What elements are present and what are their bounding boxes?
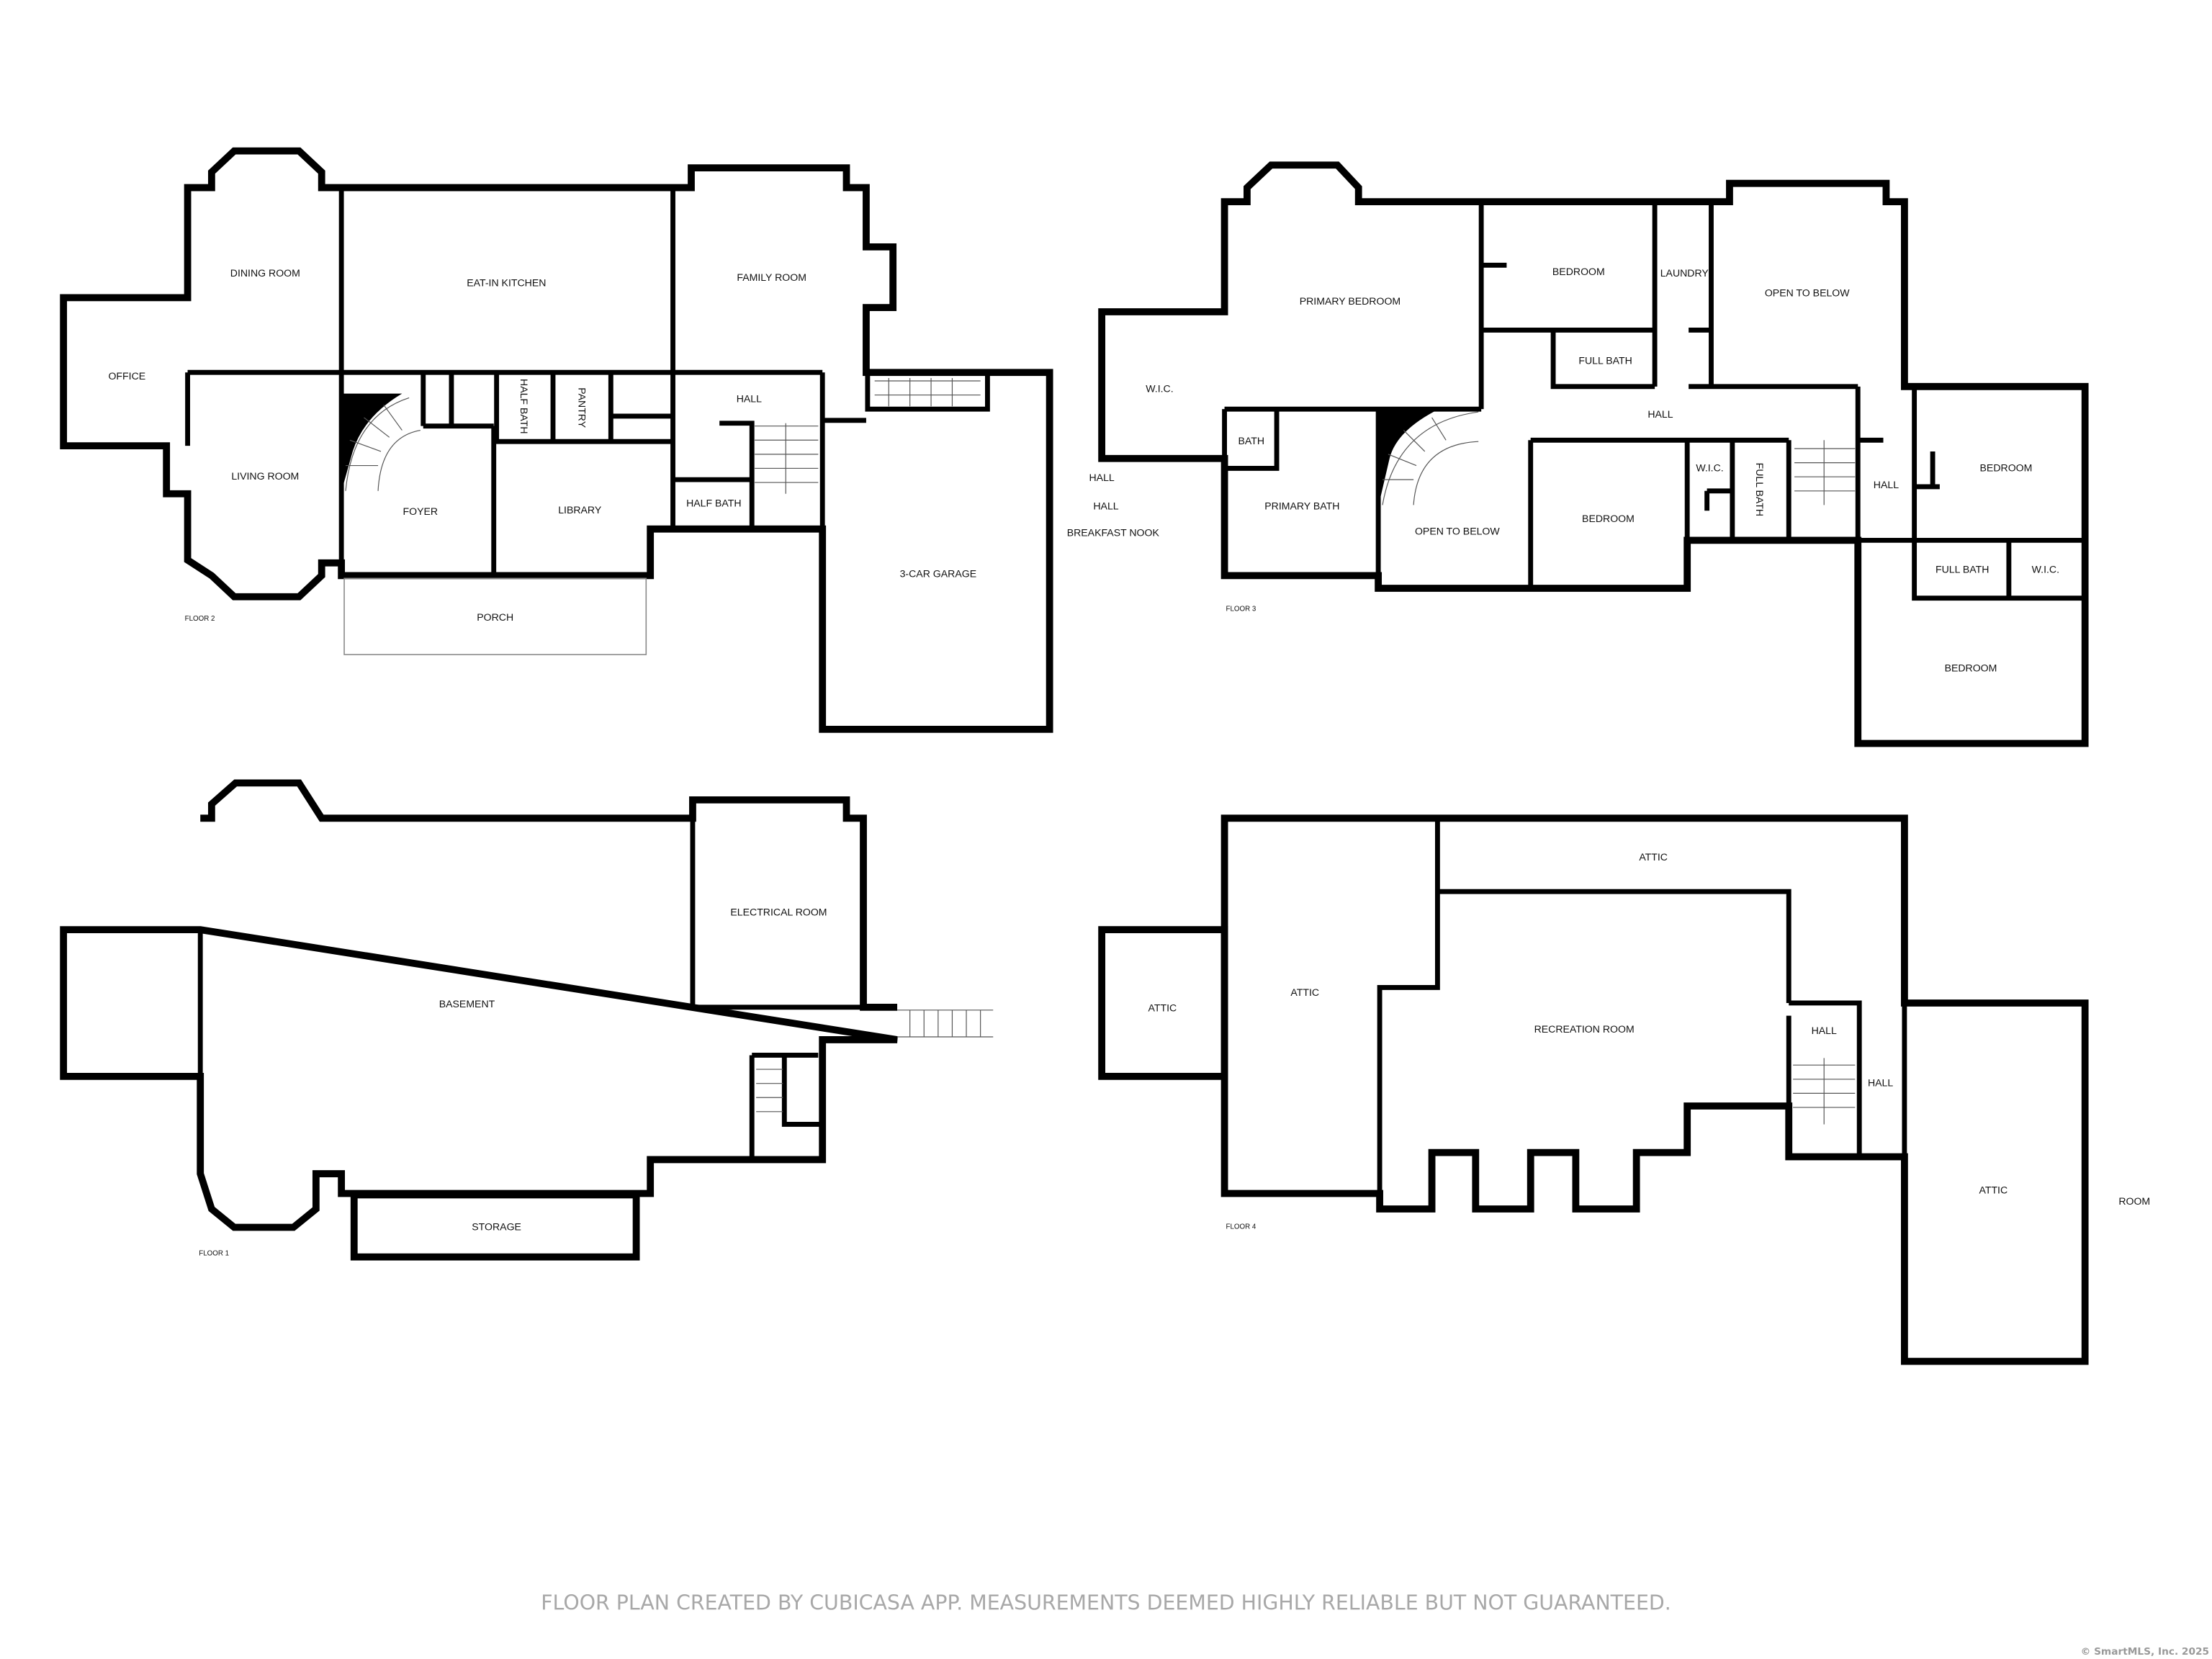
stray-labels: HALL HALL BREAKFAST NOOK ROOM (1067, 472, 2150, 1207)
room-label: LIVING ROOM (231, 470, 299, 482)
room-label: DINING ROOM (230, 267, 300, 279)
floor-1-interior-walls (197, 818, 864, 1160)
floor-2-outer-wall (60, 147, 1053, 733)
room-label: RECREATION ROOM (1534, 1023, 1635, 1035)
room-label: ELECTRICAL ROOM (730, 907, 827, 918)
floor-label: FLOOR 3 (1226, 605, 1256, 613)
floor-label: FLOOR 1 (199, 1250, 229, 1258)
room-label: ATTIC (1639, 851, 1668, 863)
room-label: HALL (1812, 1025, 1837, 1036)
room-label: HALL (1093, 500, 1118, 511)
room-label: HALL (1874, 479, 1899, 490)
floor-3-plan: W.I.C. PRIMARY BEDROOM BEDROOM LAUNDRY O… (1098, 161, 2089, 747)
floor-4-outer-wall (1220, 814, 2089, 1365)
floor-4-labels: ATTIC ATTIC ATTIC RECREATION ROOM HALL H… (1148, 851, 2008, 1231)
room-label: HALL (1647, 408, 1673, 420)
stairs (755, 378, 981, 494)
stairs (1793, 1058, 1856, 1125)
room-label: HALL (1089, 472, 1114, 483)
copyright: © SmartMLS, Inc. 2025 (2081, 1646, 2209, 1658)
disclaimer-footer: FLOOR PLAN CREATED BY CUBICASA APP. MEAS… (541, 1591, 1671, 1614)
attic-left (1098, 926, 1228, 1080)
room-label: W.I.C. (1146, 383, 1173, 395)
room-label: FULL BATH (1754, 463, 1766, 516)
room-label: ATTIC (1148, 1002, 1177, 1014)
room-label: ATTIC (1979, 1184, 2008, 1195)
floor-3-outer-wall (1098, 161, 2089, 747)
floor-1-labels: BASEMENT ELECTRICAL ROOM STORAGE FLOOR 1 (199, 907, 827, 1258)
room-label: FAMILY ROOM (737, 271, 806, 283)
floor-3-labels: W.I.C. PRIMARY BEDROOM BEDROOM LAUNDRY O… (1146, 266, 2059, 674)
floor-label: FLOOR 4 (1226, 1223, 1256, 1231)
room-label: EAT-IN KITCHEN (467, 277, 546, 289)
room-label: PRIMARY BATH (1264, 500, 1339, 511)
floor-4-plan: ATTIC ATTIC ATTIC RECREATION ROOM HALL H… (1098, 814, 2089, 1365)
room-label: HALF BATH (686, 497, 741, 508)
storage-room (350, 1191, 640, 1261)
curved-staircase (1382, 411, 1856, 505)
stair-wedge (1378, 409, 1439, 501)
room-label: FOYER (403, 505, 439, 517)
stairs (756, 1010, 994, 1112)
room-label: ATTIC (1290, 986, 1319, 998)
room-label: BEDROOM (1945, 662, 1997, 674)
room-label: PORCH (477, 611, 513, 623)
room-label: PRIMARY BEDROOM (1300, 295, 1401, 307)
room-label: BEDROOM (1552, 266, 1605, 277)
room-label: BREAKFAST NOOK (1067, 526, 1160, 538)
floor-2-interior-walls (185, 187, 990, 576)
floor-label: FLOOR 2 (185, 615, 215, 623)
room-label: BASEMENT (439, 998, 495, 1010)
room-label: LIBRARY (558, 504, 602, 516)
room-label: HALL (737, 392, 762, 404)
room-label: OPEN TO BELOW (1415, 526, 1500, 537)
stair-wedge (343, 393, 403, 487)
room-label: BEDROOM (1980, 462, 2033, 473)
floor-1-plan: BASEMENT ELECTRICAL ROOM STORAGE FLOOR 1 (60, 779, 994, 1261)
room-label: LAUNDRY (1660, 267, 1709, 279)
floor-2-plan: OFFICE DINING ROOM EAT-IN KITCHEN FAMILY… (60, 147, 1053, 733)
room-label: W.I.C. (1696, 462, 1723, 473)
room-label: BATH (1238, 435, 1265, 446)
floor-4-interior-walls (1377, 818, 1907, 1194)
room-label: HALL (1868, 1077, 1893, 1089)
room-label: OFFICE (108, 370, 145, 382)
room-label: FULL BATH (1936, 563, 1989, 575)
room-label: OPEN TO BELOW (1765, 287, 1850, 298)
room-label: PANTRY (576, 387, 588, 428)
room-label: HALF BATH (518, 379, 530, 433)
room-label: FULL BATH (1578, 354, 1632, 366)
room-label: BEDROOM (1582, 513, 1635, 524)
porch-outline (343, 577, 647, 655)
floor-2-labels: OFFICE DINING ROOM EAT-IN KITCHEN FAMILY… (108, 267, 976, 623)
room-label: ROOM (2118, 1195, 2150, 1207)
floor-3-interior-walls (1222, 202, 2085, 601)
room-label: STORAGE (472, 1220, 521, 1232)
room-label: 3-CAR GARAGE (900, 567, 977, 579)
room-label: W.I.C. (2032, 563, 2059, 575)
curved-staircase (345, 397, 421, 491)
